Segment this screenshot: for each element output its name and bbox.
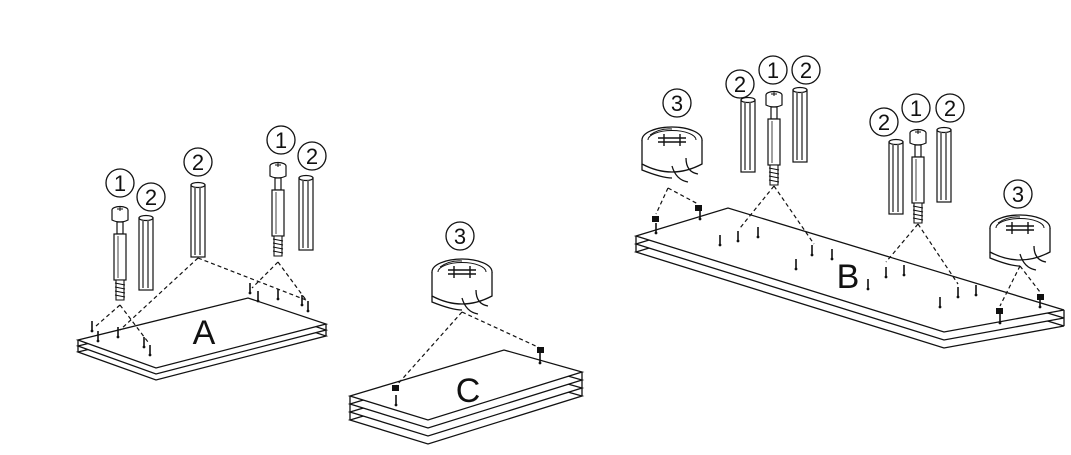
panel-a-assembly: 1 2 2 1 2 A xyxy=(75,125,329,381)
svg-text:3: 3 xyxy=(671,91,683,116)
part-number-callout: 3 xyxy=(1003,179,1033,209)
wood-dowel-icon xyxy=(138,214,154,291)
svg-text:3: 3 xyxy=(454,224,466,249)
cam-lock-icon xyxy=(641,126,703,183)
part-number-callout: 3 xyxy=(662,88,692,118)
cam-bolt-icon xyxy=(269,161,287,257)
wood-dowel-icon xyxy=(888,138,904,215)
panel-a-label: A xyxy=(193,314,216,352)
panel-b-assembly: 3 2 1 2 2 1 2 3 B xyxy=(633,55,1065,349)
cam-bolt-icon xyxy=(111,205,129,301)
part-number-callout: 1 xyxy=(105,168,135,198)
cam-bolt-icon xyxy=(765,90,783,186)
svg-text:2: 2 xyxy=(192,150,204,175)
part-number-callout: 2 xyxy=(136,182,166,212)
panel-c-assembly: 3 C xyxy=(347,221,585,445)
panel-c-board xyxy=(347,349,585,445)
wood-dowel-icon xyxy=(190,181,206,258)
part-number-callout: 2 xyxy=(791,55,821,85)
part-number-callout: 1 xyxy=(758,55,788,85)
svg-text:3: 3 xyxy=(1012,182,1024,207)
wood-dowel-icon xyxy=(936,126,952,203)
part-number-callout: 3 xyxy=(445,221,475,251)
svg-text:2: 2 xyxy=(306,144,318,169)
svg-text:2: 2 xyxy=(800,58,812,83)
panel-b-holes xyxy=(652,205,1044,326)
part-number-callout: 2 xyxy=(297,141,327,171)
wood-dowel-icon xyxy=(740,96,756,173)
part-number-callout: 1 xyxy=(901,93,931,123)
part-number-callout: 2 xyxy=(869,107,899,137)
svg-text:1: 1 xyxy=(910,96,922,121)
part-number-callout: 2 xyxy=(725,69,755,99)
svg-text:1: 1 xyxy=(114,171,126,196)
panel-c-label: C xyxy=(456,372,481,410)
cam-lock-icon xyxy=(431,258,493,315)
svg-text:2: 2 xyxy=(878,110,890,135)
part-number-callout: 1 xyxy=(266,125,296,155)
panel-b-board xyxy=(633,207,1065,349)
svg-text:2: 2 xyxy=(734,72,746,97)
svg-text:1: 1 xyxy=(767,58,779,83)
panel-a-board xyxy=(75,297,329,381)
cam-lock-icon xyxy=(989,214,1051,271)
part-number-callout: 2 xyxy=(935,93,965,123)
wood-dowel-icon xyxy=(298,174,314,251)
svg-text:1: 1 xyxy=(275,128,287,153)
panel-b-label: B xyxy=(837,258,860,296)
part-number-callout: 2 xyxy=(183,147,213,177)
panel-c-holes xyxy=(392,347,544,408)
wood-dowel-icon xyxy=(792,86,808,163)
cam-bolt-icon xyxy=(909,128,927,224)
svg-text:2: 2 xyxy=(145,185,157,210)
svg-text:2: 2 xyxy=(944,96,956,121)
